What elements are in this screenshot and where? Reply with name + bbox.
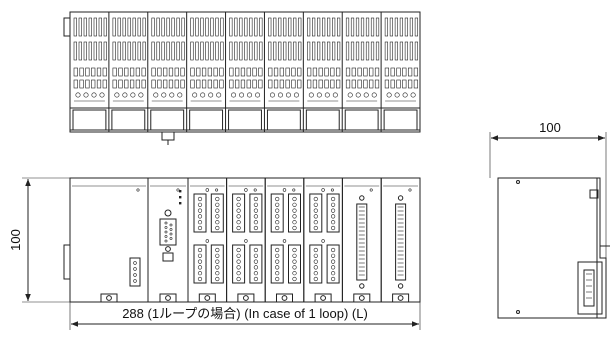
top-module	[186, 12, 224, 132]
front-module-comm	[147, 177, 189, 303]
front-module-terminal	[226, 177, 266, 303]
depth-dimension-label: 100	[539, 120, 561, 135]
front-module-power	[69, 177, 149, 303]
top-module	[108, 12, 146, 132]
side-view	[497, 177, 610, 319]
top-module	[341, 12, 380, 132]
front-module-terminal	[187, 177, 228, 303]
top-view	[63, 11, 421, 145]
top-module	[147, 12, 185, 132]
top-module	[380, 12, 419, 132]
front-module-connector	[380, 177, 421, 303]
top-module	[69, 12, 107, 132]
front-module-connector	[341, 177, 382, 303]
front-module-terminal	[264, 177, 305, 303]
front-module-terminal	[303, 177, 343, 303]
top-module	[263, 12, 302, 132]
height-dimension-label: 100	[8, 229, 23, 251]
width-dimension-label: 288 (1ループの場合) (In case of 1 loop) (L)	[122, 306, 368, 321]
dimension-lines: 100 288 (1ループの場合) (In case of 1 loop) (L…	[8, 120, 607, 330]
top-module	[302, 12, 341, 132]
front-view	[63, 177, 421, 303]
top-module	[225, 12, 263, 132]
